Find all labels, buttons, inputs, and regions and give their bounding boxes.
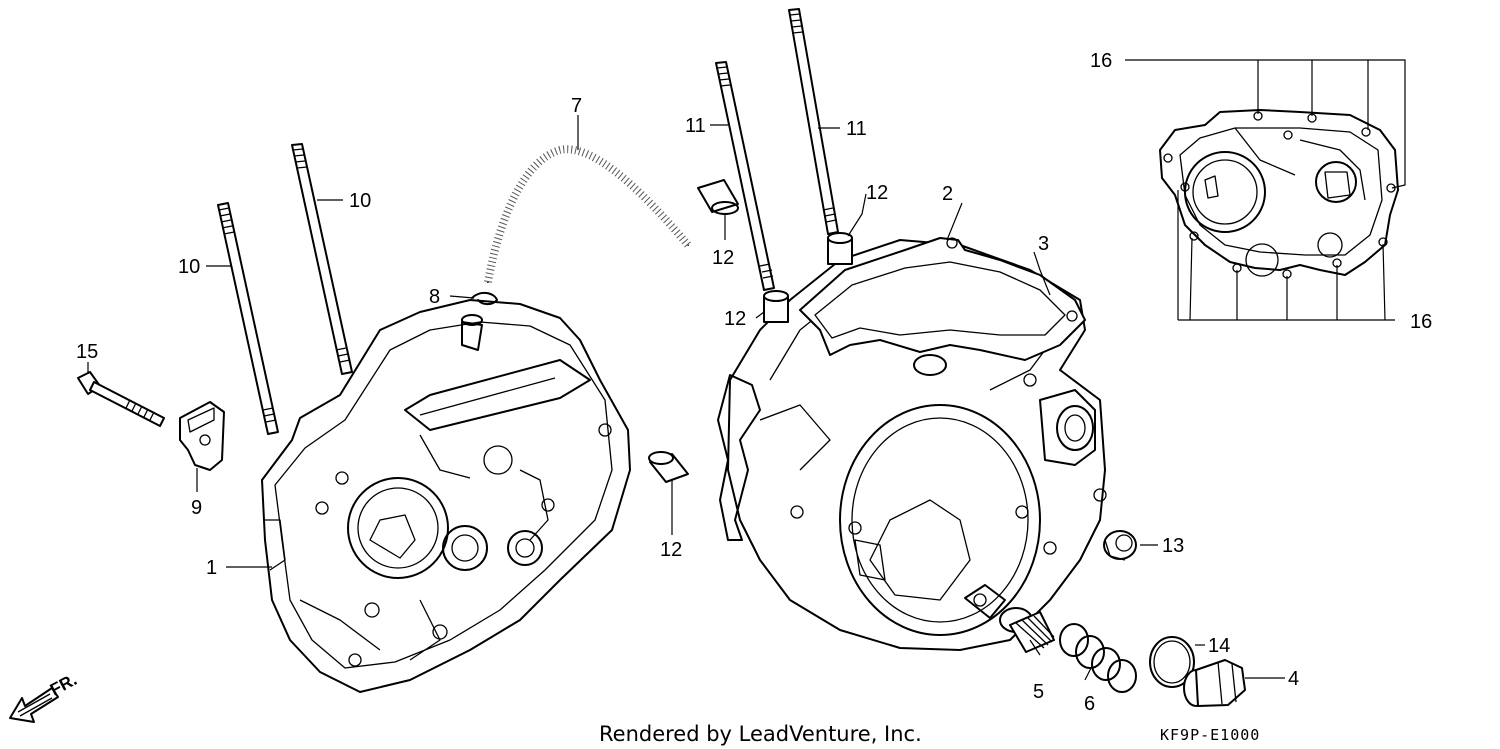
render-credit: Rendered by LeadVenture, Inc. [599,722,922,746]
mounting-bracket [179,401,225,471]
callout-11-right: 11 [846,118,867,140]
callout-12-top-right: 12 [866,182,888,204]
callout-16-bottom: 16 [1410,311,1432,333]
strainer-spring [1059,623,1137,693]
callout-8: 8 [429,286,440,308]
callout-3: 3 [1038,233,1049,255]
callout-13: 13 [1162,535,1184,557]
dowel-pins [648,179,853,483]
callout-12-bottom: 12 [660,539,682,561]
callout-6: 6 [1084,693,1095,715]
crankcase-gasket [717,237,1086,541]
front-label: FR. [47,670,80,700]
left-crankcase-half [261,299,631,693]
leader-lines [87,59,1406,681]
callout-10-right: 10 [349,190,371,212]
front-arrow-icon [9,687,59,723]
drain-plug [1183,659,1246,707]
flange-bolt [77,371,165,427]
callout-11-left: 11 [685,115,706,137]
front-direction-marker: FR. [9,670,80,723]
callout-5: 5 [1033,681,1044,703]
callout-16-top: 16 [1090,50,1112,72]
callout-4: 4 [1288,668,1299,690]
o-ring [1149,636,1195,688]
callout-labels: 1 2 3 4 5 6 7 8 9 10 10 11 11 12 12 12 1… [76,50,1432,715]
stud-bolts [217,8,839,435]
callout-10-left: 10 [178,256,200,278]
diagram-code: KF9P-E1000 [1160,726,1260,744]
breather-tube [483,144,692,283]
callout-7: 7 [571,95,582,117]
callout-1: 1 [206,557,217,579]
oil-strainer-screen [999,607,1055,653]
callout-14: 14 [1208,635,1230,657]
tube-clip [471,292,498,306]
callout-15: 15 [76,341,98,363]
callout-9: 9 [191,497,202,519]
crankcase-bolt-location-view [1159,109,1399,279]
callout-2: 2 [942,183,953,205]
callout-12-top-left: 12 [712,247,734,269]
callout-12-middle: 12 [724,308,746,330]
oil-seal [1103,530,1137,561]
